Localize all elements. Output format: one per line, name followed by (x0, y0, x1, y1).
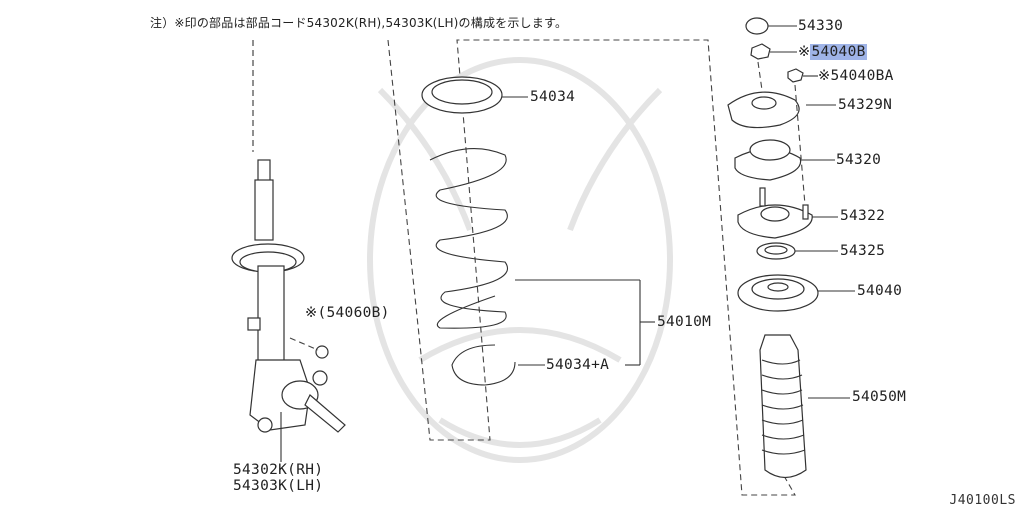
label-54325[interactable]: 54325 (840, 243, 886, 259)
label-54303k[interactable]: 54303K(LH) (233, 478, 324, 494)
cap-54330 (745, 17, 797, 35)
label-54329n[interactable]: 54329N (838, 97, 893, 113)
label-54320[interactable]: 54320 (836, 152, 882, 168)
plate-54329n (727, 91, 836, 129)
label-54322[interactable]: 54322 (840, 208, 886, 224)
strut-assembly-54302k (231, 159, 346, 462)
label-54060b[interactable]: ※(54060B) (305, 305, 390, 321)
snap-ring-54034a (451, 322, 641, 386)
coil-spring-54010m (429, 148, 655, 329)
label-54050m[interactable]: 54050M (852, 389, 907, 405)
mount-insulator-54322 (737, 187, 838, 239)
washer-54325 (756, 242, 838, 260)
mount-54320 (734, 139, 835, 181)
label-54034a[interactable]: 54034+A (546, 357, 610, 373)
dust-boot-54050m (759, 334, 850, 479)
bound-bumper-54040 (737, 274, 855, 312)
label-54034[interactable]: 54034 (530, 89, 576, 105)
label-54040b-code: 54040B (810, 44, 867, 60)
label-54040b[interactable]: ※54040B (798, 44, 867, 60)
label-54040ba[interactable]: ※54040BA (818, 68, 894, 84)
parts-note: 注）※印の部品は部品コード54302K(RH),54303K(LH)の構成を示し… (150, 16, 568, 30)
diagram-id: J40100LS (949, 493, 1016, 508)
watermark-emblem (367, 57, 673, 463)
label-54330[interactable]: 54330 (798, 18, 844, 34)
label-54040[interactable]: 54040 (857, 283, 903, 299)
label-54302k[interactable]: 54302K(RH) (233, 462, 324, 478)
label-54040b-mark: ※ (798, 44, 811, 60)
spring-seat-54034 (421, 76, 528, 114)
nut-54040ba (787, 68, 818, 83)
nut-54040b (750, 43, 797, 60)
label-54010m[interactable]: 54010M (657, 314, 712, 330)
